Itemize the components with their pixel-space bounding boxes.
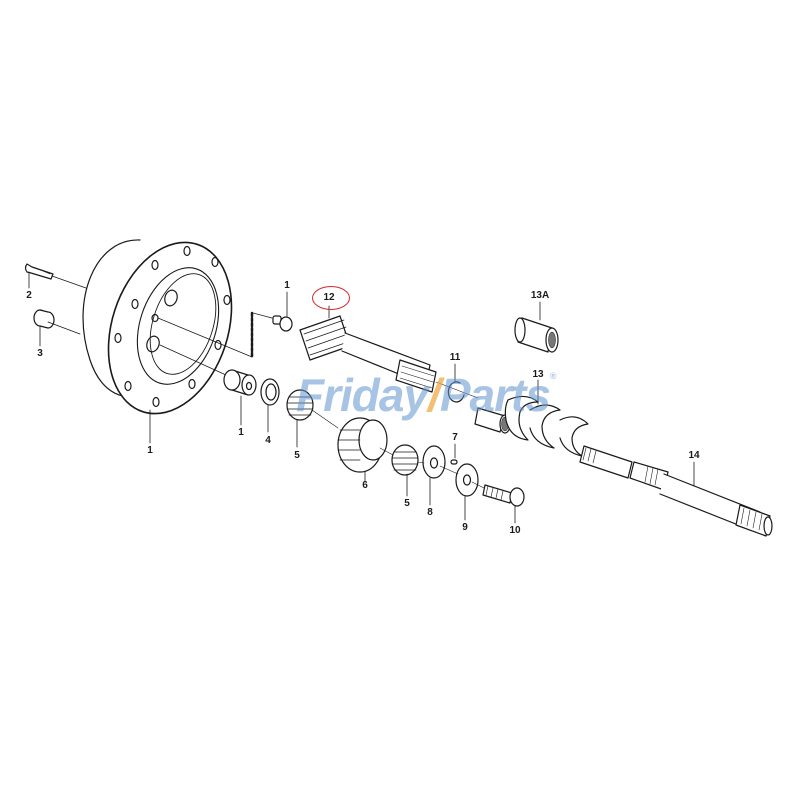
callout-5b: 5 (404, 498, 410, 509)
bolt-part-2 (24, 263, 87, 289)
callout-13: 13 (532, 369, 544, 380)
hub-housing-part-1 (82, 239, 253, 444)
washer-part-4 (260, 378, 280, 433)
callout-4: 4 (265, 435, 271, 446)
callout-3: 3 (37, 348, 43, 359)
callout-9: 9 (462, 522, 468, 533)
snap-ring-part-11 (447, 363, 465, 403)
planet-gear-part-6 (337, 417, 388, 483)
needle-bearing-part-5b (391, 444, 419, 497)
callout-14: 14 (688, 450, 700, 461)
callout-1-housing: 1 (147, 445, 153, 456)
hex-bolt-part-10 (482, 484, 525, 524)
drive-shaft-part-14 (579, 445, 773, 537)
callout-7: 7 (452, 432, 458, 443)
callout-6: 6 (362, 480, 368, 491)
callout-1-pin: 1 (284, 280, 290, 291)
pin-part-7 (450, 443, 458, 465)
callout-2: 2 (26, 290, 32, 301)
sleeve-part-13A (514, 301, 559, 353)
coupling-part-13 (474, 379, 589, 457)
thrust-washer-part-8 (422, 445, 446, 506)
callout-11: 11 (449, 352, 461, 363)
callout-5a: 5 (294, 450, 300, 461)
callout-1-bushing: 1 (238, 427, 244, 438)
plug-part-3 (33, 309, 81, 347)
callout-13A: 13A (530, 290, 550, 301)
sun-gear-shaft-part-12 (299, 305, 437, 393)
callout-12: 12 (323, 292, 335, 303)
callout-8: 8 (427, 507, 433, 518)
pin-part-1 (272, 291, 293, 332)
needle-bearing-part-5a (286, 389, 339, 448)
callout-10: 10 (509, 525, 521, 536)
bushing-part-1 (223, 369, 257, 426)
highlight-circle-12 (312, 286, 350, 310)
washer-part-9 (455, 463, 479, 521)
